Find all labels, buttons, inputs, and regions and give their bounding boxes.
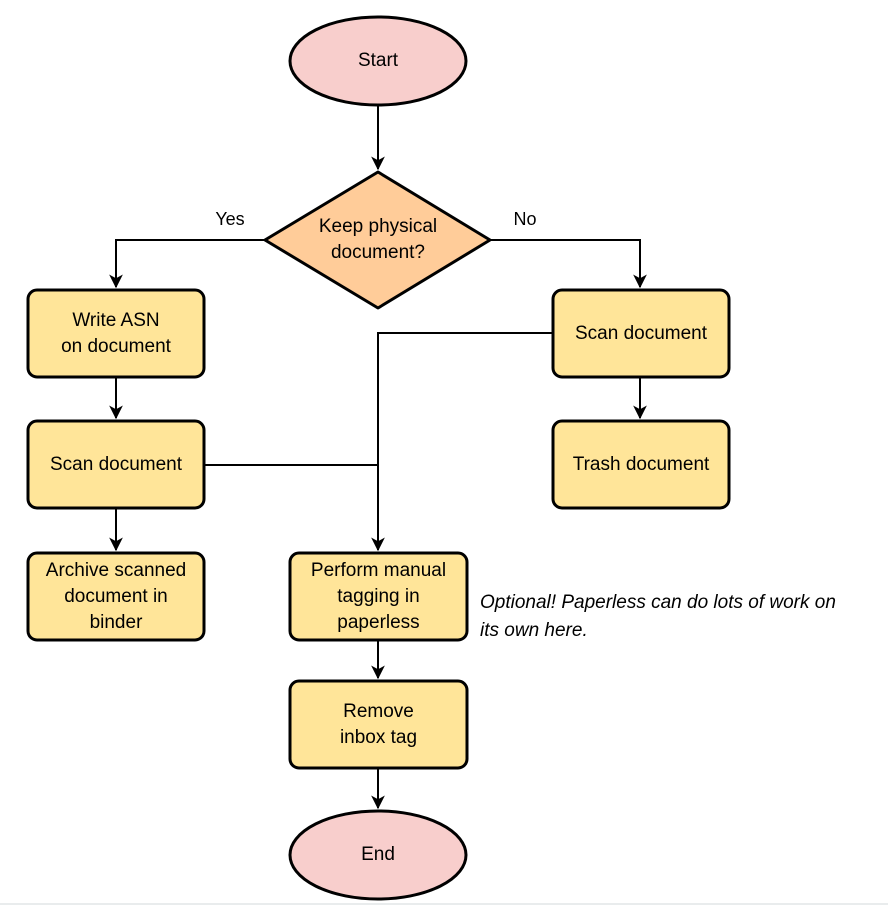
edge-label-yes: Yes — [203, 206, 257, 232]
scan-right-node-shape — [551, 288, 731, 379]
edge-decision-yes-to-write-asn — [109, 239, 266, 289]
write-asn-node-shape — [26, 288, 206, 379]
start-node-shape — [288, 15, 468, 107]
archive-node-shape — [26, 551, 206, 642]
edge-decision-no-to-scan-right — [489, 239, 647, 289]
tagging-node-shape — [288, 551, 469, 642]
end-node-shape — [288, 809, 468, 901]
decision-node-shape — [263, 170, 492, 310]
optional-note: Optional! Paperless can do lots of work … — [480, 592, 836, 641]
trash-node-shape — [551, 419, 731, 510]
scan-left-node-shape — [26, 419, 206, 510]
edge-label-no: No — [498, 206, 552, 232]
edge-scan-right-to-tagging — [371, 332, 553, 552]
remove-tag-node-shape — [288, 679, 469, 770]
page-bottom-divider — [0, 903, 888, 905]
